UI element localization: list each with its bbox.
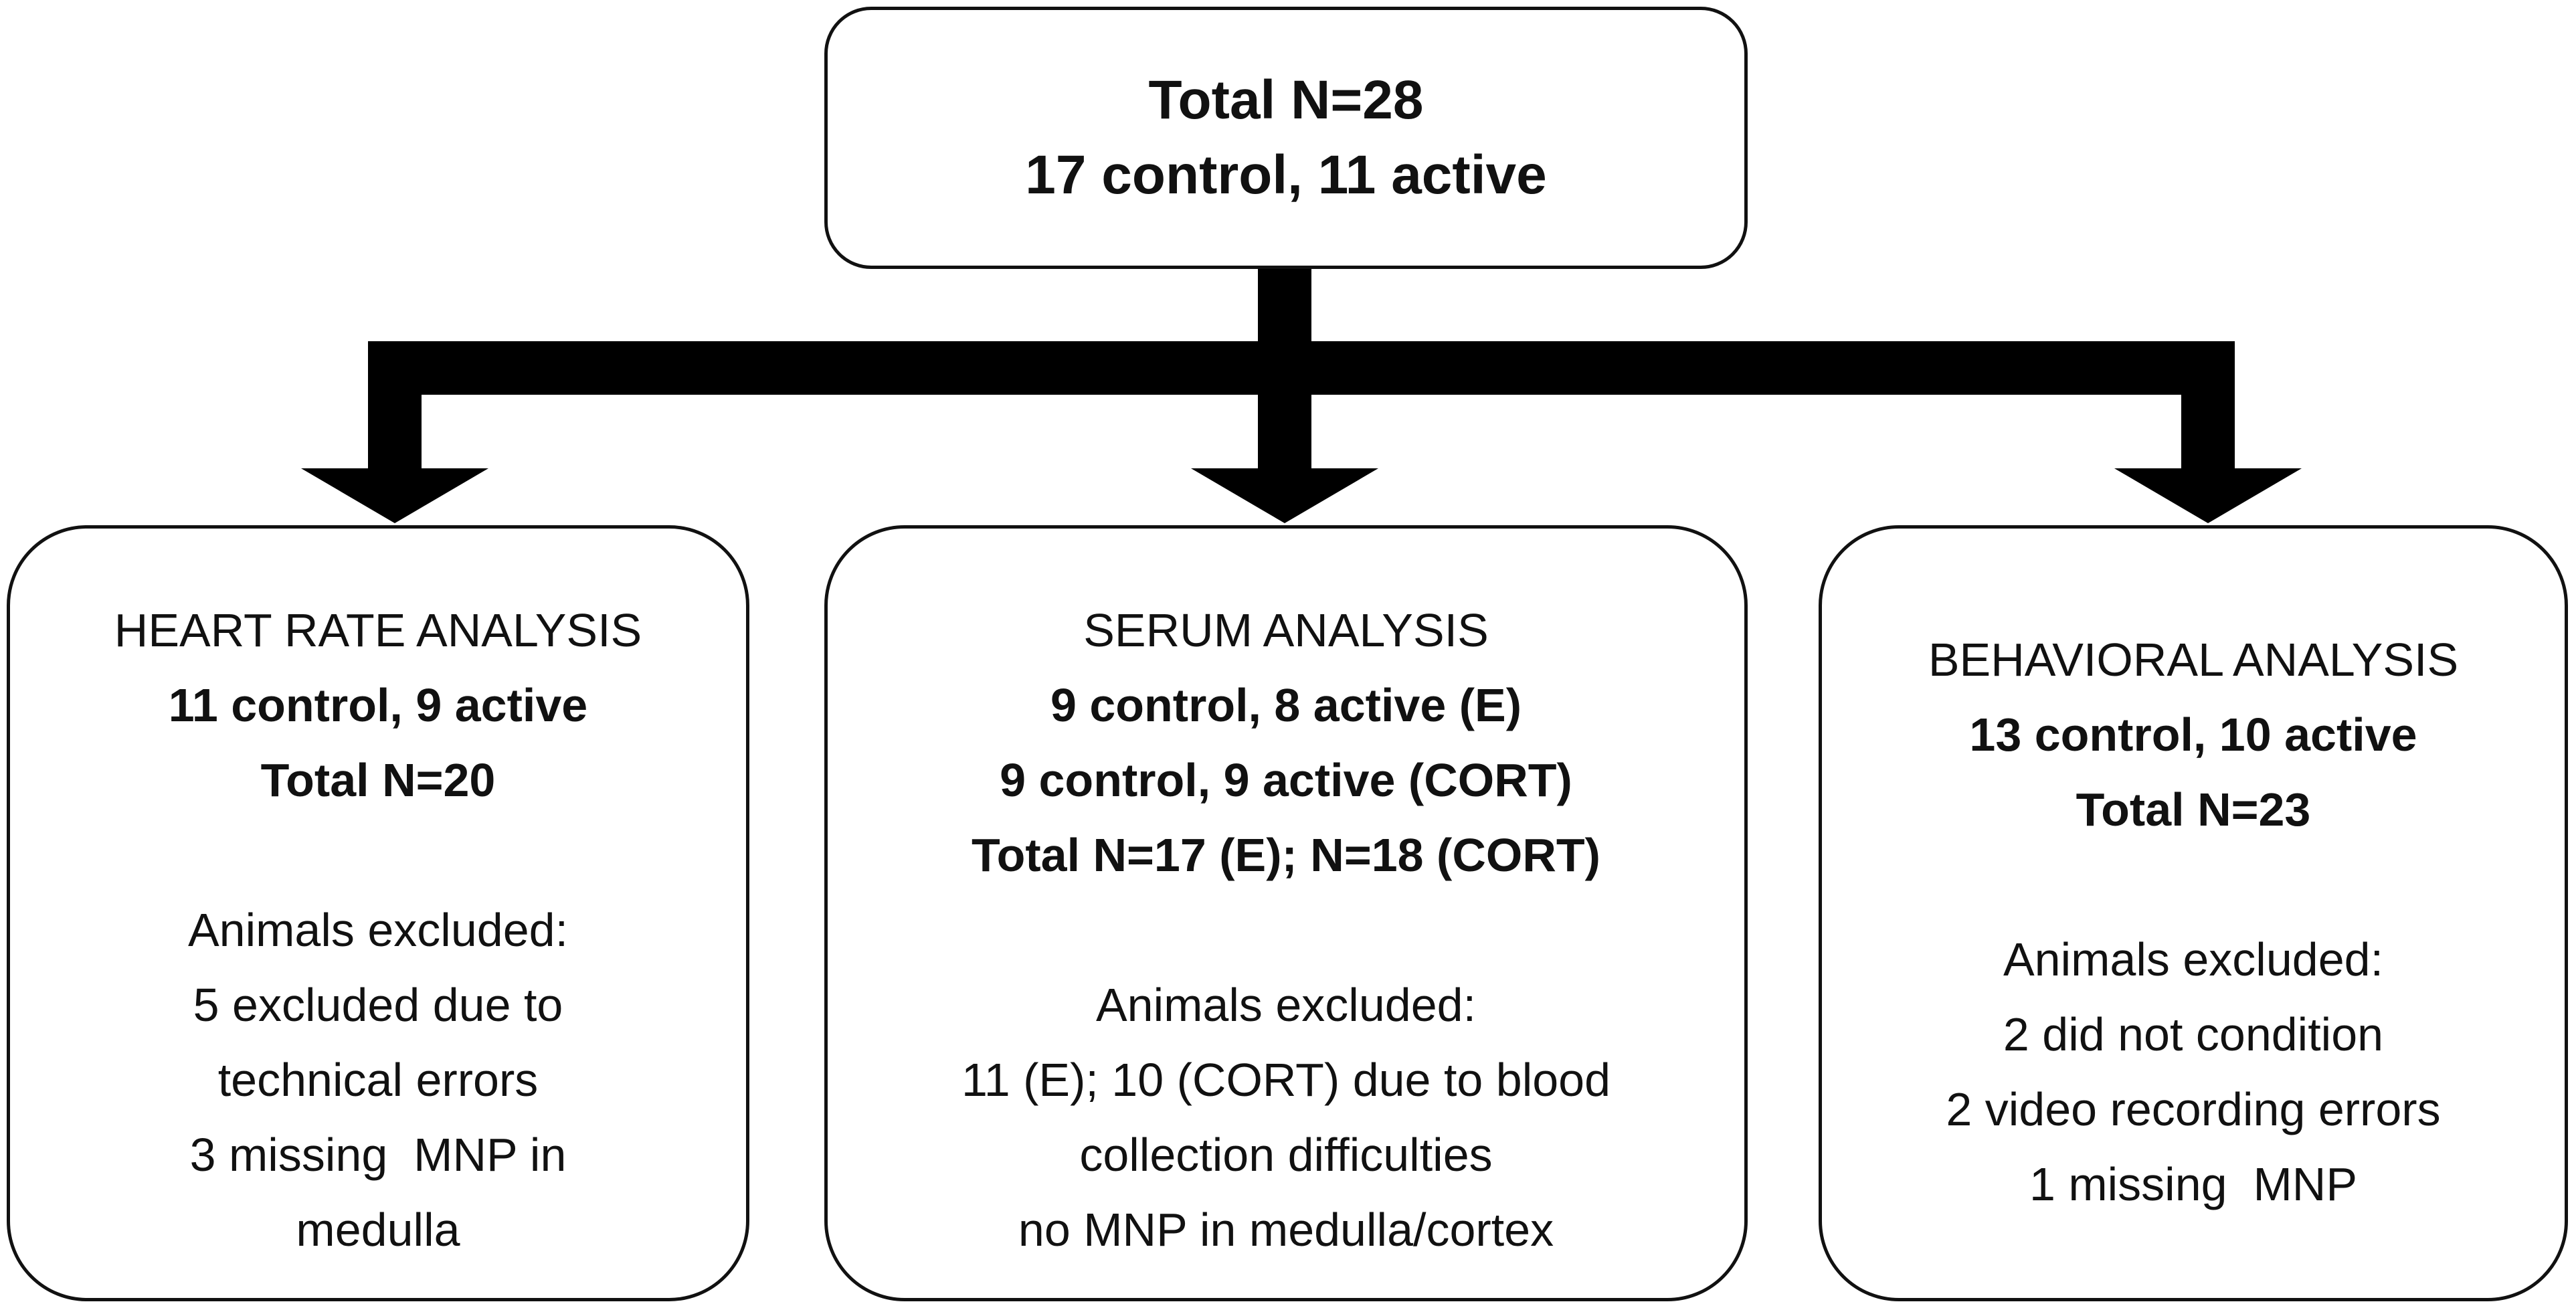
heart-rate-total: Total N=20 xyxy=(260,754,496,806)
heart-rate-excluded-line: 3 missing MNP in xyxy=(189,1129,567,1181)
heart-rate-excluded-line: 5 excluded due to xyxy=(193,979,563,1031)
left-arrow-head xyxy=(301,468,488,523)
heart-rate-excluded-line: technical errors xyxy=(217,1054,539,1106)
heart-rate-excluded-line: medulla xyxy=(296,1204,460,1256)
horizontal-bar xyxy=(368,341,2235,395)
behavioral-excluded-line: 1 missing MNP xyxy=(2029,1158,2358,1210)
total-groups-text: 17 control, 11 active xyxy=(1025,145,1547,205)
behavioral-excluded-line: 2 did not condition xyxy=(2003,1008,2384,1060)
middle-arrow-head xyxy=(1191,468,1378,523)
behavioral-groups: 13 control, 10 active xyxy=(1969,709,2417,761)
total-box: Total N=28 17 control, 11 active xyxy=(824,7,1748,269)
serum-title: SERUM ANALYSIS xyxy=(1083,604,1489,656)
behavioral-total: Total N=23 xyxy=(2076,783,2311,836)
behavioral-analysis-box: BEHAVIORAL ANALYSIS 13 control, 10 activ… xyxy=(1819,525,2568,1301)
heart-rate-title: HEART RATE ANALYSIS xyxy=(114,604,642,656)
serum-excluded-line: 11 (E); 10 (CORT) due to blood xyxy=(961,1054,1611,1106)
total-n-text: Total N=28 xyxy=(1148,70,1424,130)
serum-excluded-line: collection difficulties xyxy=(1079,1129,1493,1181)
behavioral-excluded-line: 2 video recording errors xyxy=(1946,1083,2441,1135)
heart-rate-excluded-header: Animals excluded: xyxy=(187,904,569,956)
left-branch-shaft xyxy=(368,395,422,468)
serum-excluded-line: no MNP in medulla/cortex xyxy=(1018,1204,1554,1256)
right-branch-shaft xyxy=(2181,395,2235,468)
heart-rate-analysis-box: HEART RATE ANALYSIS 11 control, 9 active… xyxy=(7,525,749,1301)
behavioral-excluded-header: Animals excluded: xyxy=(2003,933,2384,986)
serum-total: Total N=17 (E); N=18 (CORT) xyxy=(972,829,1600,881)
right-arrow-head xyxy=(2114,468,2302,523)
serum-groups-cort: 9 control, 9 active (CORT) xyxy=(1000,754,1572,806)
behavioral-title: BEHAVIORAL ANALYSIS xyxy=(1928,634,2459,686)
serum-analysis-box: SERUM ANALYSIS 9 control, 8 active (E) 9… xyxy=(824,525,1748,1301)
heart-rate-groups: 11 control, 9 active xyxy=(168,679,588,731)
serum-groups-e: 9 control, 8 active (E) xyxy=(1050,679,1522,731)
middle-branch-shaft xyxy=(1258,395,1311,468)
serum-excluded-header: Animals excluded: xyxy=(1095,979,1477,1031)
stem-line xyxy=(1258,269,1311,341)
